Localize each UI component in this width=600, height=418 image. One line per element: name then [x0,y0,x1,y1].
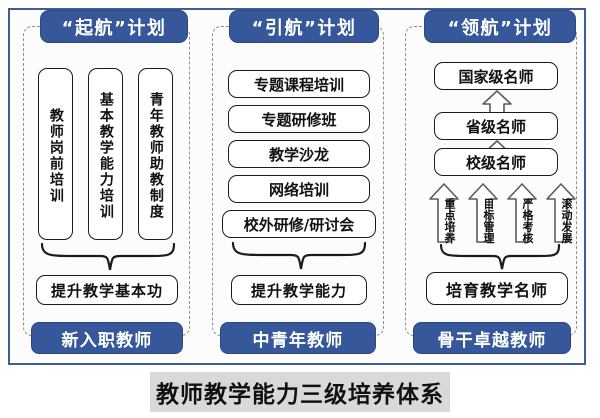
item-box-c3-1[interactable]: 国家级名师 [434,62,558,90]
audience-pill-c3[interactable]: 骨干卓越教师 [413,322,571,354]
audience-pill-c2[interactable]: 中青年教师 [220,322,376,354]
summary-box-c1[interactable]: 提升教学基本功 [36,275,178,305]
item-box-c2-5[interactable]: 校外研修/研讨会 [222,210,376,238]
item-box-c3-2[interactable]: 省级名师 [434,112,558,140]
brace-connector-c1 [40,242,176,271]
plan-title-qihang[interactable]: “起航”计划 [40,10,188,43]
plan-title-linghang[interactable]: “领航”计划 [424,10,576,43]
item-box-c2-4[interactable]: 网络培训 [228,175,370,203]
plan-title-yinhang[interactable]: “引航”计划 [229,10,379,43]
tall-arrow-c3-4 [546,183,576,243]
item-box-c1-3[interactable]: 青年教师助教制度 [138,68,173,240]
brace-connector-c2 [231,241,367,270]
arrow-label-c3-4: 滚动发展 [560,198,573,244]
diagram-caption: 教师教学能力三级培养体系 [150,372,450,412]
item-box-c2-2[interactable]: 专题研修班 [228,105,370,133]
arrow-label-c3-3: 严格考核 [521,198,534,244]
summary-box-c3[interactable]: 培育教学名师 [426,272,568,305]
tall-arrow-c3-1 [429,183,459,243]
item-box-c3-3[interactable]: 校级名师 [434,148,558,176]
arrow-label-c3-2: 目标管理 [482,198,495,244]
tall-arrow-c3-2 [468,183,498,243]
arrow-label-c3-1: 重点培养 [443,198,456,244]
item-box-c1-1[interactable]: 教师岗前培训 [38,68,73,240]
tall-arrow-c3-3 [507,183,537,243]
summary-box-c2[interactable]: 提升教学能力 [231,275,367,305]
item-box-c1-2[interactable]: 基本教学能力培训 [88,68,123,240]
brace-connector-c3 [439,243,561,270]
item-box-c2-1[interactable]: 专题课程培训 [228,70,370,98]
up-arrow-c3-a [482,90,512,114]
audience-pill-c1[interactable]: 新入职教师 [31,322,183,354]
item-box-c2-3[interactable]: 教学沙龙 [228,140,370,168]
